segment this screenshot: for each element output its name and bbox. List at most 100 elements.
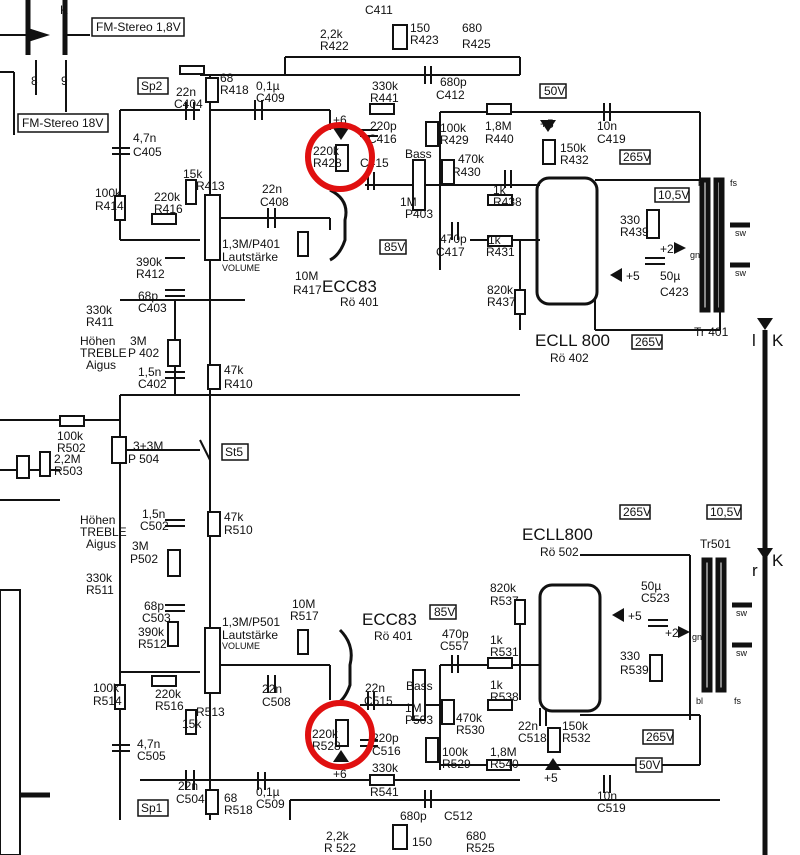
- label-r441: R441: [370, 91, 399, 105]
- label-r538-value: 1k: [490, 678, 504, 692]
- label-c503-value: 68p: [144, 599, 164, 613]
- label-r537: R537: [490, 594, 519, 608]
- sp2-box: [137, 77, 169, 95]
- label-r518: R518: [224, 803, 253, 817]
- v265-top-box: [619, 149, 651, 165]
- label-plus6-bot: +6: [333, 767, 347, 781]
- components-top: [16, 24, 750, 479]
- label-plus2-bot: +2: [665, 626, 679, 640]
- v50-bot-box: [635, 757, 663, 773]
- label-c512-value: 680p: [400, 809, 427, 823]
- label-c417-value: 470p: [440, 232, 467, 246]
- label-c557: C557: [440, 639, 469, 653]
- label-r416: R416: [154, 202, 183, 216]
- ecll800-top-tube: [535, 176, 599, 306]
- label-c509-value: 0,1µ: [256, 785, 280, 799]
- label-r517-value: 10M: [292, 597, 315, 611]
- label-r531-value: 1k: [490, 633, 504, 647]
- label-r539-value: 330: [620, 649, 640, 663]
- label-r439: R439: [620, 225, 649, 239]
- label-c519-value: 10n: [597, 789, 617, 803]
- label-c505: C505: [137, 749, 166, 763]
- label-r516: R516: [155, 699, 184, 713]
- label-p503-value: 1M: [405, 701, 422, 715]
- label-r418: R418: [220, 83, 249, 97]
- label-265v-bot2: 265V: [646, 730, 674, 744]
- label-p501: 1,3M/P501: [222, 615, 280, 629]
- label-p502: P502: [130, 552, 158, 566]
- label-r440: R440: [485, 132, 514, 146]
- label-r502-value: 100k: [57, 429, 84, 443]
- label-c412: C412: [436, 88, 465, 102]
- label-r432-value: 150k: [560, 141, 587, 155]
- label-r518-value: 68: [224, 791, 238, 805]
- label-p401: 1,3M/P401: [222, 237, 280, 251]
- label-r428: R428: [313, 156, 342, 170]
- fm-stereo-label-2: FM-Stereo 18V: [22, 116, 103, 130]
- label-c402: C402: [138, 377, 167, 391]
- label-hoehen-bot: Höhen: [80, 513, 115, 527]
- label-r441-value: 330k: [372, 79, 399, 93]
- label-r438: R438: [493, 195, 522, 209]
- label-r413-value: 15k: [183, 167, 203, 181]
- label-r414: R414: [95, 199, 124, 213]
- label-r422: R422: [320, 39, 349, 53]
- label-c503: C503: [142, 611, 171, 625]
- label-r541-value: 330k: [372, 761, 399, 775]
- label-aigus-top: Aigus: [86, 358, 116, 372]
- label-r412-value: 390k: [136, 255, 163, 269]
- label-gn-bot: gn: [692, 632, 702, 642]
- label-c416: C416: [368, 132, 397, 146]
- label-r429-value: 100k: [440, 121, 467, 135]
- label-r512: R512: [138, 637, 167, 651]
- label-plus5-bot: +5: [544, 771, 558, 785]
- label-c515-value: 22n: [365, 681, 385, 695]
- label-ecll800-bot: ECLL800: [522, 525, 593, 544]
- label-r514: R514: [93, 694, 122, 708]
- label-sw-top-1: sw: [735, 228, 747, 238]
- v85-top-box: [379, 239, 407, 255]
- label-hoehen-top: Höhen: [80, 334, 115, 348]
- label-sw-bot-1: sw: [736, 608, 748, 618]
- label-r411-value: 330k: [86, 303, 113, 317]
- label-c505-value: 4,7n: [137, 737, 160, 751]
- label-r529-value: 100k: [442, 745, 469, 759]
- label-105v-bot: 10,5V: [710, 505, 741, 519]
- label-plus5-top: +5: [540, 117, 554, 131]
- r428: [335, 144, 349, 172]
- label-r425-value: 680: [462, 21, 482, 35]
- label-r513-value: 15k: [182, 717, 202, 731]
- label-r516-value: 220k: [155, 687, 182, 701]
- k-marker: K: [60, 3, 68, 17]
- label-c419: C419: [597, 132, 626, 146]
- st5-box: [221, 443, 249, 461]
- label-r538: R538: [490, 690, 519, 704]
- label-ro502: Rö 502: [540, 545, 579, 559]
- label-c518: C518: [518, 731, 547, 745]
- label-fs-top: fs: [730, 178, 738, 188]
- label-r510: R510: [224, 523, 253, 537]
- label-50v-bot: 50V: [639, 758, 660, 772]
- label-p402-value: 3M: [130, 334, 147, 348]
- label-p504: P 504: [128, 452, 159, 466]
- label-r417-value: 10M: [295, 269, 318, 283]
- label-r425: R425: [462, 37, 491, 51]
- label-sw-bot-2: sw: [736, 648, 748, 658]
- label-265v-b: 265V: [635, 335, 663, 349]
- label-r416-value: 220k: [154, 190, 181, 204]
- plug-b: 8: [31, 74, 38, 88]
- label-c519: C519: [597, 801, 626, 815]
- label-fs-bot: fs: [734, 696, 742, 706]
- ecll800-bottom-tube: [538, 583, 602, 713]
- label-c523-value: 50µ: [641, 579, 661, 593]
- label-sw-top-2: sw: [735, 268, 747, 278]
- label-c508: C508: [262, 695, 291, 709]
- label-r529: R529: [442, 757, 471, 771]
- label-r411: R411: [86, 315, 114, 329]
- highlights: [305, 122, 375, 770]
- label-r438-value: 1k: [493, 183, 507, 197]
- label-r502: R502: [57, 441, 86, 455]
- ecc83-top-tube: [329, 188, 348, 262]
- label-c423-value: 50µ: [660, 269, 680, 283]
- label-r410: R410: [224, 377, 253, 391]
